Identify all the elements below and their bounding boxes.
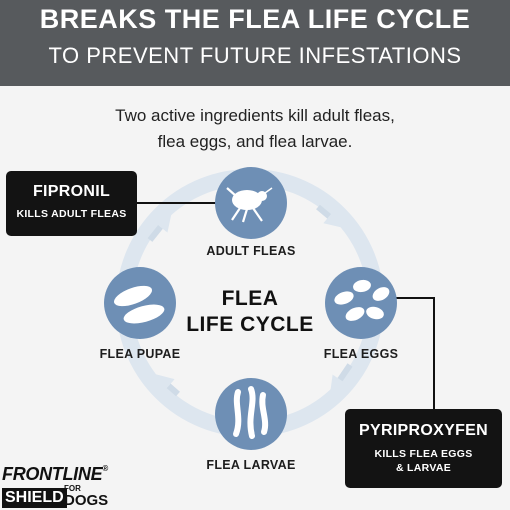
- pyriproxyfen-name: PYRIPROXYFEN: [359, 422, 488, 439]
- brand-logo-frontline: FRONTLINE®: [2, 464, 108, 485]
- stage-label-flea-pupae: FLEA PUPAE: [99, 347, 181, 361]
- cycle-title-line-2: LIFE CYCLE: [186, 313, 314, 336]
- pupae-icon: [114, 285, 165, 324]
- cycle-arrow-3: [155, 374, 180, 397]
- brand-dogs: DOGS: [64, 492, 109, 509]
- stage-label-flea-larvae: FLEA LARVAE: [206, 458, 296, 472]
- page-subtitle: TO PREVENT FUTURE INFESTATIONS: [48, 43, 462, 68]
- brand-for: FOR: [64, 484, 81, 493]
- cycle-arrow-4: [147, 212, 172, 242]
- flea-eggs-circle: [325, 267, 397, 339]
- stage-label-adult-fleas: ADULT FLEAS: [206, 244, 296, 258]
- cycle-arrow-2: [329, 363, 353, 395]
- cycle-title: FLEA LIFE CYCLE: [170, 286, 330, 338]
- cycle-title-line-1: FLEA: [221, 287, 279, 310]
- stage-label-flea-eggs: FLEA EGGS: [323, 347, 399, 361]
- fipronil-effect: KILLS ADULT FLEAS: [16, 208, 127, 220]
- fipronil-name: FIPRONIL: [32, 183, 111, 200]
- fipronil-box: FIPRONIL KILLS ADULT FLEAS: [6, 171, 137, 236]
- brand-trademark: ®: [102, 464, 108, 473]
- flea-pupae-circle: [104, 267, 176, 339]
- brand-name: FRONTLINE: [2, 464, 103, 484]
- intro-line-1: Two active ingredients kill adult fleas,: [115, 106, 395, 125]
- pyriproxyfen-effect-line-2: & LARVAE: [395, 462, 452, 474]
- flea-icon: [226, 187, 273, 223]
- intro-text: Two active ingredients kill adult fleas,…: [0, 103, 510, 155]
- header-banner: BREAKS THE FLEA LIFE CYCLE TO PREVENT FU…: [0, 0, 510, 86]
- page-title: BREAKS THE FLEA LIFE CYCLE: [39, 4, 471, 34]
- brand-logo-shield: SHIELD: [2, 488, 67, 508]
- intro-line-2: flea eggs, and flea larvae.: [157, 132, 353, 151]
- pyriproxyfen-box: PYRIPROXYFEN KILLS FLEA EGGS & LARVAE: [345, 409, 502, 488]
- eggs-icon: [334, 279, 390, 321]
- larvae-icon: [233, 386, 269, 439]
- cycle-arrow-1: [316, 204, 343, 228]
- pyriproxyfen-effect-line-1: KILLS FLEA EGGS: [374, 448, 473, 460]
